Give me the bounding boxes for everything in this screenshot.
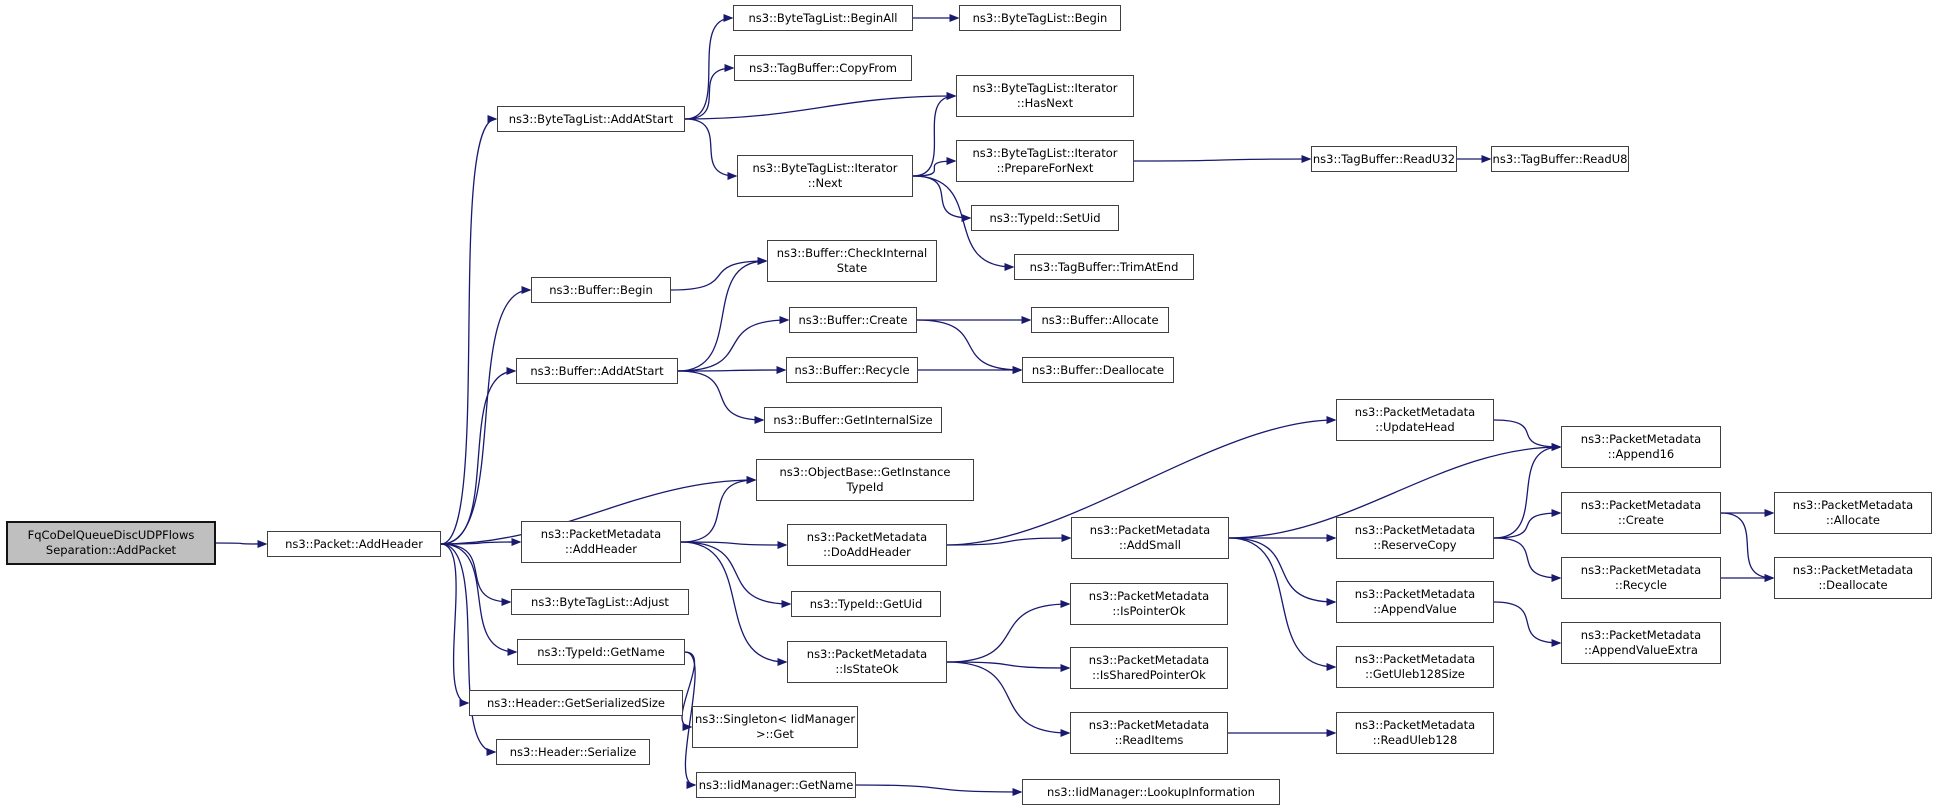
edge-pm-doaddheader-to-pm-addsmall (946, 534, 1072, 546)
edge-typeid-getname-to-singleton-get (681, 651, 696, 731)
node-packet-addheader[interactable]: ns3::Packet::AddHeader (267, 531, 441, 557)
node-tagbuffer-readu8[interactable]: ns3::TagBuffer::ReadU8 (1491, 146, 1629, 172)
edge-packet-addheader-to-typeid-getname (440, 543, 518, 656)
node-btl-iter-next[interactable]: ns3::ByteTagList::Iterator ::Next (737, 155, 913, 197)
node-iidmanager-lookup[interactable]: ns3::IidManager::LookupInformation (1022, 779, 1280, 805)
node-buffer-begin[interactable]: ns3::Buffer::Begin (531, 277, 671, 303)
node-pm-isstateok[interactable]: ns3::PacketMetadata ::IsStateOk (787, 641, 947, 683)
node-header-serialize[interactable]: ns3::Header::Serialize (496, 739, 650, 765)
node-buffer-create[interactable]: ns3::Buffer::Create (789, 307, 917, 333)
node-pm-getuleb128size[interactable]: ns3::PacketMetadata ::GetUleb128Size (1336, 646, 1494, 688)
edge-pm-doaddheader-to-pm-updatehead (946, 416, 1337, 546)
edge-pm-reservecopy-to-pm-recycle (1493, 537, 1562, 582)
node-buffer-getinternalsize[interactable]: ns3::Buffer::GetInternalSize (764, 407, 942, 433)
edge-btl-iter-next-to-btl-iter-prepare (912, 157, 957, 177)
node-pm-readitems[interactable]: ns3::PacketMetadata ::ReadItems (1070, 712, 1228, 754)
node-pm-updatehead[interactable]: ns3::PacketMetadata ::UpdateHead (1336, 399, 1494, 441)
edge-pm-create-to-pm-deallocate (1720, 512, 1775, 582)
node-pm-reservecopy[interactable]: ns3::PacketMetadata ::ReserveCopy (1336, 517, 1494, 559)
edge-root-to-packet-addheader (215, 539, 268, 548)
edge-packet-addheader-to-header-serialize (440, 543, 497, 756)
edge-buffer-create-to-buffer-deallocate (916, 319, 1023, 374)
node-btl-iter-prepare[interactable]: ns3::ByteTagList::Iterator ::PrepareForN… (956, 140, 1134, 182)
node-tagbuffer-readu32[interactable]: ns3::TagBuffer::ReadU32 (1311, 146, 1457, 172)
node-btl-iter-hasnext[interactable]: ns3::ByteTagList::Iterator ::HasNext (956, 75, 1134, 117)
node-pm-doaddheader[interactable]: ns3::PacketMetadata ::DoAddHeader (787, 524, 947, 566)
edge-pm-addheader-to-typeid-getuid (680, 541, 792, 608)
node-pm-recycle[interactable]: ns3::PacketMetadata ::Recycle (1561, 557, 1721, 599)
node-singleton-get[interactable]: ns3::Singleton< IidManager >::Get (692, 706, 858, 748)
edge-buffer-addatstart-to-buffer-create (677, 316, 790, 372)
edge-btl-iter-next-to-btl-iter-hasnext (912, 92, 957, 177)
node-buffer-recycle[interactable]: ns3::Buffer::Recycle (786, 357, 918, 383)
edge-packet-addheader-to-btl-adjust (440, 543, 512, 606)
node-typeid-getname[interactable]: ns3::TypeId::GetName (517, 639, 685, 665)
node-tagbuffer-trimatend[interactable]: ns3::TagBuffer::TrimAtEnd (1014, 254, 1194, 280)
node-typeid-setuid[interactable]: ns3::TypeId::SetUid (971, 205, 1119, 231)
edge-btl-addatstart-to-btl-beginall (684, 14, 734, 120)
node-btl-adjust[interactable]: ns3::ByteTagList::Adjust (511, 589, 689, 615)
edge-pm-isstateok-to-pm-readitems (946, 661, 1071, 737)
node-pm-create[interactable]: ns3::PacketMetadata ::Create (1561, 492, 1721, 534)
edge-pm-addheader-to-pm-isstateok (680, 541, 788, 666)
edge-pm-addheader-to-ob-getinstancetypeid (680, 476, 757, 543)
edge-pm-appendvalue-to-pm-appendvalueextra (1493, 601, 1562, 647)
edge-typeid-getname-to-iidmanager-getname (684, 651, 697, 789)
node-pm-deallocate[interactable]: ns3::PacketMetadata ::Deallocate (1774, 557, 1932, 599)
node-btl-addatstart[interactable]: ns3::ByteTagList::AddAtStart (497, 106, 685, 132)
edge-btl-addatstart-to-btl-iter-hasnext (684, 92, 957, 120)
edge-packet-addheader-to-buffer-begin (440, 286, 532, 545)
node-tagbuffer-copyfrom[interactable]: ns3::TagBuffer::CopyFrom (734, 55, 912, 81)
edge-pm-addsmall-to-pm-appendvalue (1228, 537, 1337, 606)
node-typeid-getuid[interactable]: ns3::TypeId::GetUid (791, 591, 941, 617)
edge-buffer-begin-to-buffer-checkinternalstate (670, 257, 768, 291)
edge-pm-updatehead-to-pm-append16 (1493, 419, 1562, 451)
node-pm-issharedpointerok[interactable]: ns3::PacketMetadata ::IsSharedPointerOk (1070, 647, 1228, 689)
node-ob-getinstancetypeid[interactable]: ns3::ObjectBase::GetInstance TypeId (756, 459, 974, 501)
node-iidmanager-getname[interactable]: ns3::IidManager::GetName (696, 772, 856, 798)
node-pm-appendvalue[interactable]: ns3::PacketMetadata ::AppendValue (1336, 581, 1494, 623)
node-pm-addsmall[interactable]: ns3::PacketMetadata ::AddSmall (1071, 517, 1229, 559)
edge-pm-addsmall-to-pm-append16 (1228, 443, 1562, 539)
node-header-getserializedsize[interactable]: ns3::Header::GetSerializedSize (469, 690, 683, 716)
edge-pm-isstateok-to-pm-ispointerok (946, 600, 1071, 663)
node-pm-append16[interactable]: ns3::PacketMetadata ::Append16 (1561, 426, 1721, 468)
edge-packet-addheader-to-header-getserializedsize (440, 543, 470, 707)
edge-group (215, 14, 1775, 796)
node-btl-begin[interactable]: ns3::ByteTagList::Begin (959, 5, 1121, 31)
node-btl-beginall[interactable]: ns3::ByteTagList::BeginAll (733, 5, 913, 31)
node-pm-ispointerok[interactable]: ns3::PacketMetadata ::IsPointerOk (1070, 583, 1228, 625)
edge-buffer-addatstart-to-buffer-recycle (677, 366, 787, 375)
node-buffer-addatstart[interactable]: ns3::Buffer::AddAtStart (516, 358, 678, 384)
node-pm-addheader[interactable]: ns3::PacketMetadata ::AddHeader (521, 521, 681, 563)
node-buffer-deallocate[interactable]: ns3::Buffer::Deallocate (1022, 357, 1174, 383)
node-pm-readuleb128[interactable]: ns3::PacketMetadata ::ReadUleb128 (1336, 712, 1494, 754)
edge-packet-addheader-to-pm-addheader (440, 538, 522, 547)
edge-packet-addheader-to-ob-getinstancetypeid (440, 476, 757, 545)
edge-pm-reservecopy-to-pm-append16 (1493, 443, 1562, 539)
edge-btl-iter-next-to-tagbuffer-trimatend (912, 175, 1015, 271)
edge-buffer-addatstart-to-buffer-checkinternalstate (677, 257, 768, 372)
edge-pm-addsmall-to-pm-getuleb128size (1228, 537, 1337, 671)
edge-btl-iter-prepare-to-tagbuffer-readu32 (1133, 155, 1312, 164)
edge-btl-addatstart-to-tagbuffer-copyfrom (684, 64, 735, 120)
edge-buffer-addatstart-to-buffer-getinternalsize (677, 370, 765, 424)
edge-pm-addheader-to-pm-doaddheader (680, 540, 788, 549)
node-pm-appendvalueextra[interactable]: ns3::PacketMetadata ::AppendValueExtra (1561, 622, 1721, 664)
edge-pm-reservecopy-to-pm-create (1493, 509, 1562, 539)
edge-pm-isstateok-to-pm-issharedpointerok (946, 661, 1071, 672)
node-buffer-checkinternalstate[interactable]: ns3::Buffer::CheckInternal State (767, 240, 937, 282)
edge-btl-addatstart-to-btl-iter-next (684, 118, 738, 180)
node-buffer-allocate[interactable]: ns3::Buffer::Allocate (1031, 307, 1169, 333)
edge-packet-addheader-to-buffer-addatstart (440, 367, 517, 545)
edge-iidmanager-getname-to-iidmanager-lookup (855, 784, 1023, 796)
node-root: FqCoDelQueueDiscUDPFlows Separation::Add… (6, 521, 216, 565)
edge-packet-addheader-to-btl-addatstart (440, 115, 498, 545)
node-pm-allocate[interactable]: ns3::PacketMetadata ::Allocate (1774, 492, 1932, 534)
